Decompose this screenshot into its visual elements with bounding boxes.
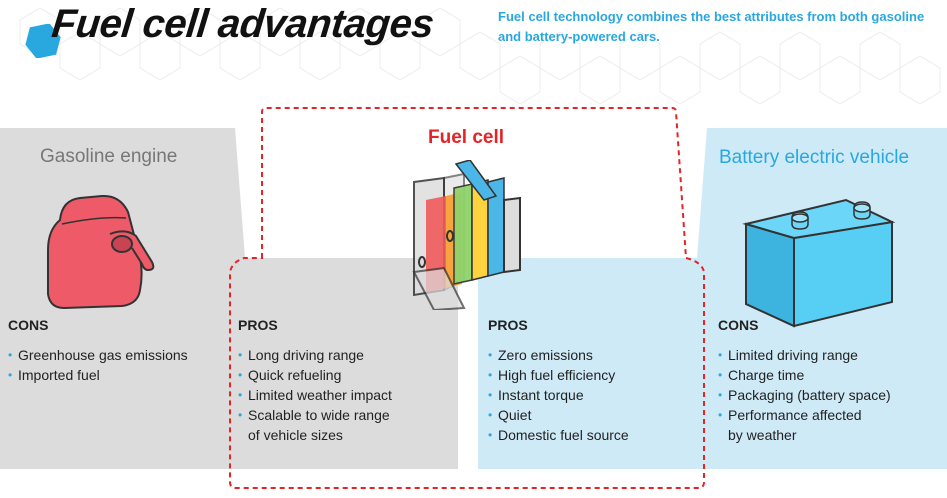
list-item: Instant torque [488,385,629,405]
car-battery-icon [742,198,896,328]
gasoline-title: Gasoline engine [40,146,178,167]
list-item: Limited driving range [718,345,891,365]
gasoline-cons-heading: CONS [8,317,49,333]
list-item: Quick refueling [238,365,392,385]
fuel-cell-title: Fuel cell [428,127,505,148]
fuel-cell-pros-right-heading: PROS [488,317,528,333]
fuel-cell-dashed-outline [229,107,705,489]
list-item: Limited weather impact [238,385,392,405]
gas-can-icon [47,194,155,310]
list-item: Packaging (battery space) [718,385,891,405]
hexagon-logo-icon [25,24,61,58]
gasoline-cons-list: Greenhouse gas emissions Imported fuel [8,345,188,385]
fuel-cell-pros-right-list: Zero emissions High fuel efficiency Inst… [488,345,629,445]
list-item: Imported fuel [8,365,188,385]
list-item: Scalable to wide range [238,405,392,425]
list-item: by weather [728,427,797,443]
battery-panel-slant [697,128,709,258]
list-item: Greenhouse gas emissions [8,345,188,365]
fuel-cell-pros-left-heading: PROS [238,317,278,333]
battery-cons-list: Limited driving range Charge time Packag… [718,345,891,445]
battery-title: Battery electric vehicle [719,147,910,168]
list-item: Zero emissions [488,345,629,365]
list-item: of vehicle sizes [248,427,343,443]
list-item: Domestic fuel source [488,425,629,445]
battery-cons-heading: CONS [718,317,759,333]
list-item: Quiet [488,405,629,425]
gasoline-panel-slant [233,128,245,258]
fuel-cell-stack-icon [412,160,521,310]
page-title: Fuel cell advantages [49,2,436,46]
hex-background-pattern [19,7,941,105]
fuel-cell-pros-left-list: Long driving range Quick refueling Limit… [238,345,392,445]
page-subtitle: Fuel cell technology combines the best a… [498,9,925,44]
list-item: Long driving range [238,345,392,365]
list-item: Charge time [718,365,891,385]
list-item: High fuel efficiency [488,365,629,385]
list-item: Performance affected [718,405,891,425]
